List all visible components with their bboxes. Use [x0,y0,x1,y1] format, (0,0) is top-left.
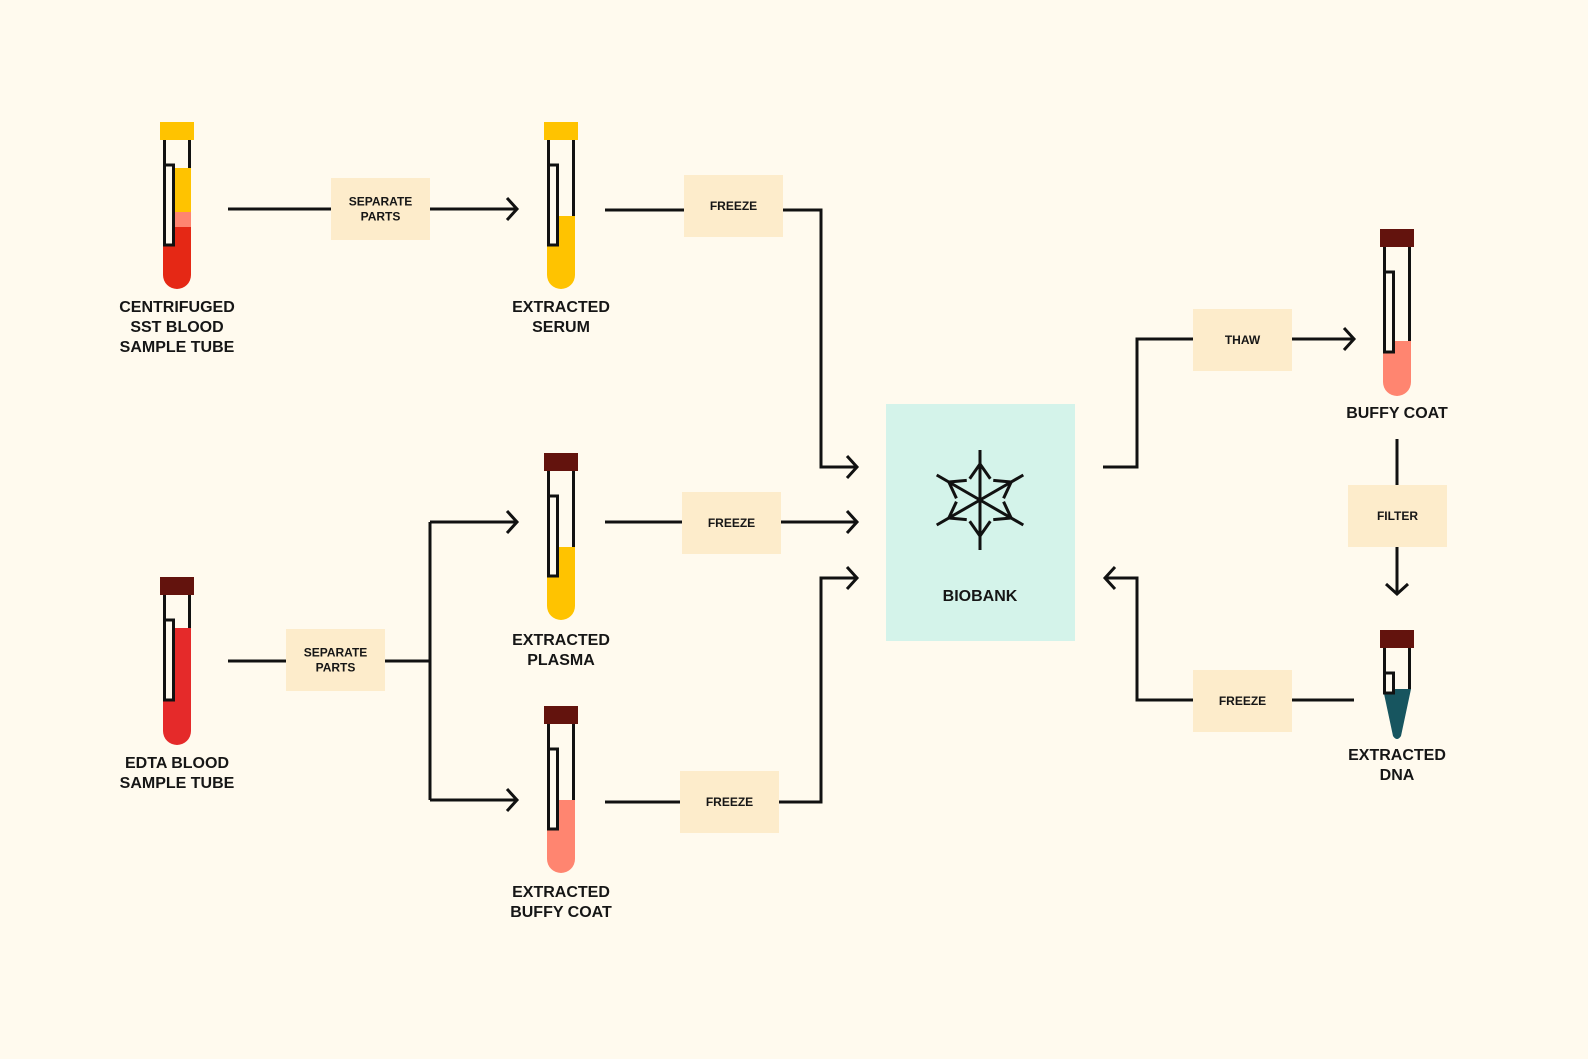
buffy_right-tube: BUFFY COAT [1346,229,1448,422]
tube-label-sticker [163,618,175,702]
tube-label: PLASMA [527,652,595,669]
filter-step: FILTER [1348,485,1447,547]
thaw-step: THAW [1193,309,1292,371]
step-label: SEPARATE [304,646,368,660]
tube-cap [160,577,194,595]
tube-label: EXTRACTED [512,884,610,901]
step-label: FREEZE [706,795,753,809]
arrow-icon [505,196,520,222]
tube-label: EXTRACTED [1348,747,1446,764]
step-label: PARTS [316,661,356,675]
tube-cap [1380,630,1414,648]
tube-label: BUFFY COAT [1346,405,1448,422]
tube-label: DNA [1380,767,1415,784]
tube-label-sticker [163,163,175,247]
tube-cap [1380,229,1414,247]
sst-tube: CENTRIFUGED SST BLOOD SAMPLE TUBE [119,122,235,356]
arrowheads [505,196,1410,813]
tube-cap [544,453,578,471]
freeze3-step: FREEZE [680,771,779,833]
snowflake-icon [935,450,1025,550]
arrow-icon [505,787,520,813]
tube-cap [160,122,194,140]
freeze2-step: FREEZE [682,492,781,554]
tube-label-sticker [547,747,559,831]
tube-label: SERUM [532,319,590,336]
arrow-icon [1384,582,1410,597]
arrow-icon [1342,326,1357,352]
arrow-icon [1102,565,1117,591]
tube-label: EDTA BLOOD [125,755,229,772]
tube-label-sticker [547,163,559,247]
tube-label: EXTRACTED [512,632,610,649]
tube-label: BUFFY COAT [510,904,612,921]
freeze4-step: FREEZE [1193,670,1292,732]
connector-lines [228,207,1399,804]
tube-cap [544,706,578,724]
step-label: THAW [1225,333,1261,347]
tube-label-sticker [1383,671,1395,695]
arrow-icon [845,565,860,591]
step-label: FREEZE [710,199,757,213]
biobank-label: BIOBANK [943,588,1018,605]
step-label: FILTER [1377,509,1418,523]
tube-label: EXTRACTED [512,299,610,316]
tube-label-sticker [547,494,559,578]
arrow-icon [845,454,860,480]
freeze1-step: FREEZE [684,175,783,237]
step-label: FREEZE [708,516,755,530]
step-label: FREEZE [1219,694,1266,708]
tube-label: SAMPLE TUBE [120,339,235,356]
arrow-icon [845,509,860,535]
serum-tube: EXTRACTED SERUM [512,122,610,336]
tube-label-sticker [1383,270,1395,354]
tube-label: CENTRIFUGED [119,299,235,316]
edta-tube: EDTA BLOOD SAMPLE TUBE [120,577,235,792]
tube-cap [544,122,578,140]
step-label: PARTS [361,210,401,224]
tube-label: SST BLOOD [130,319,223,336]
tube-label: SAMPLE TUBE [120,775,235,792]
arrow-icon [505,509,520,535]
buffy_extracted-tube: EXTRACTED BUFFY COAT [510,706,612,921]
step-label: SEPARATE [349,195,413,209]
plasma-tube: EXTRACTED PLASMA [512,453,610,669]
